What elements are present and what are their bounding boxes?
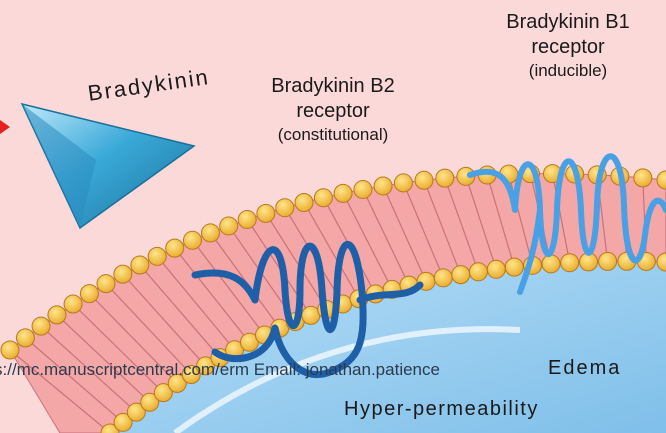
- lipid-head: [1, 341, 19, 359]
- lipid-head: [276, 199, 294, 217]
- lipid-head: [542, 255, 560, 273]
- lipid-head: [452, 266, 470, 284]
- b2-receptor-word: receptor: [238, 99, 428, 124]
- lipid-head: [220, 217, 238, 235]
- lipid-head: [97, 275, 115, 293]
- b2-title: Bradykinin B2: [238, 74, 428, 99]
- lipid-head: [257, 204, 275, 222]
- lipid-head: [394, 174, 412, 192]
- hyper-permeability-label: Hyper-permeability: [344, 397, 539, 422]
- b1-receptor-label: Bradykinin B1 receptor (inducible): [470, 10, 666, 81]
- lipid-head: [505, 258, 523, 276]
- b2-receptor-label: Bradykinin B2 receptor (constitutional): [238, 74, 428, 145]
- lipid-head: [354, 180, 372, 198]
- lipid-head: [334, 184, 352, 202]
- lipid-head: [302, 306, 320, 324]
- lipid-head: [80, 285, 98, 303]
- lipid-head: [48, 306, 66, 324]
- arrow-icon: [0, 120, 10, 134]
- b1-title: Bradykinin B1: [470, 10, 666, 35]
- bradykinin-triangle-icon: [22, 104, 194, 228]
- lipid-head: [469, 263, 487, 281]
- lipid-head: [64, 295, 82, 313]
- lipid-head: [238, 210, 256, 228]
- lipid-head: [599, 252, 617, 270]
- lipid-head: [183, 231, 201, 249]
- lipid-head: [201, 224, 219, 242]
- lipid-head: [487, 260, 505, 278]
- lipid-head: [561, 254, 579, 272]
- lipid-head: [114, 265, 132, 283]
- lipid-head: [295, 194, 313, 212]
- lipid-head: [434, 269, 452, 287]
- b1-note: (inducible): [470, 60, 666, 81]
- lipid-head: [374, 177, 392, 195]
- lipid-head: [634, 169, 652, 187]
- lipid-head: [148, 247, 166, 265]
- lipid-head: [436, 169, 454, 187]
- lipid-head: [415, 171, 433, 189]
- b1-receptor-word: receptor: [470, 35, 666, 60]
- edema-label: Edema: [548, 356, 621, 381]
- lipid-head: [166, 239, 184, 257]
- lipid-head: [32, 317, 50, 335]
- b2-note: (constitutional): [238, 124, 428, 145]
- lipid-head: [16, 329, 34, 347]
- watermark-url: s://mc.manuscriptcentral.com/erm Email: …: [0, 359, 440, 380]
- lipid-head: [131, 256, 149, 274]
- lipid-head: [314, 189, 332, 207]
